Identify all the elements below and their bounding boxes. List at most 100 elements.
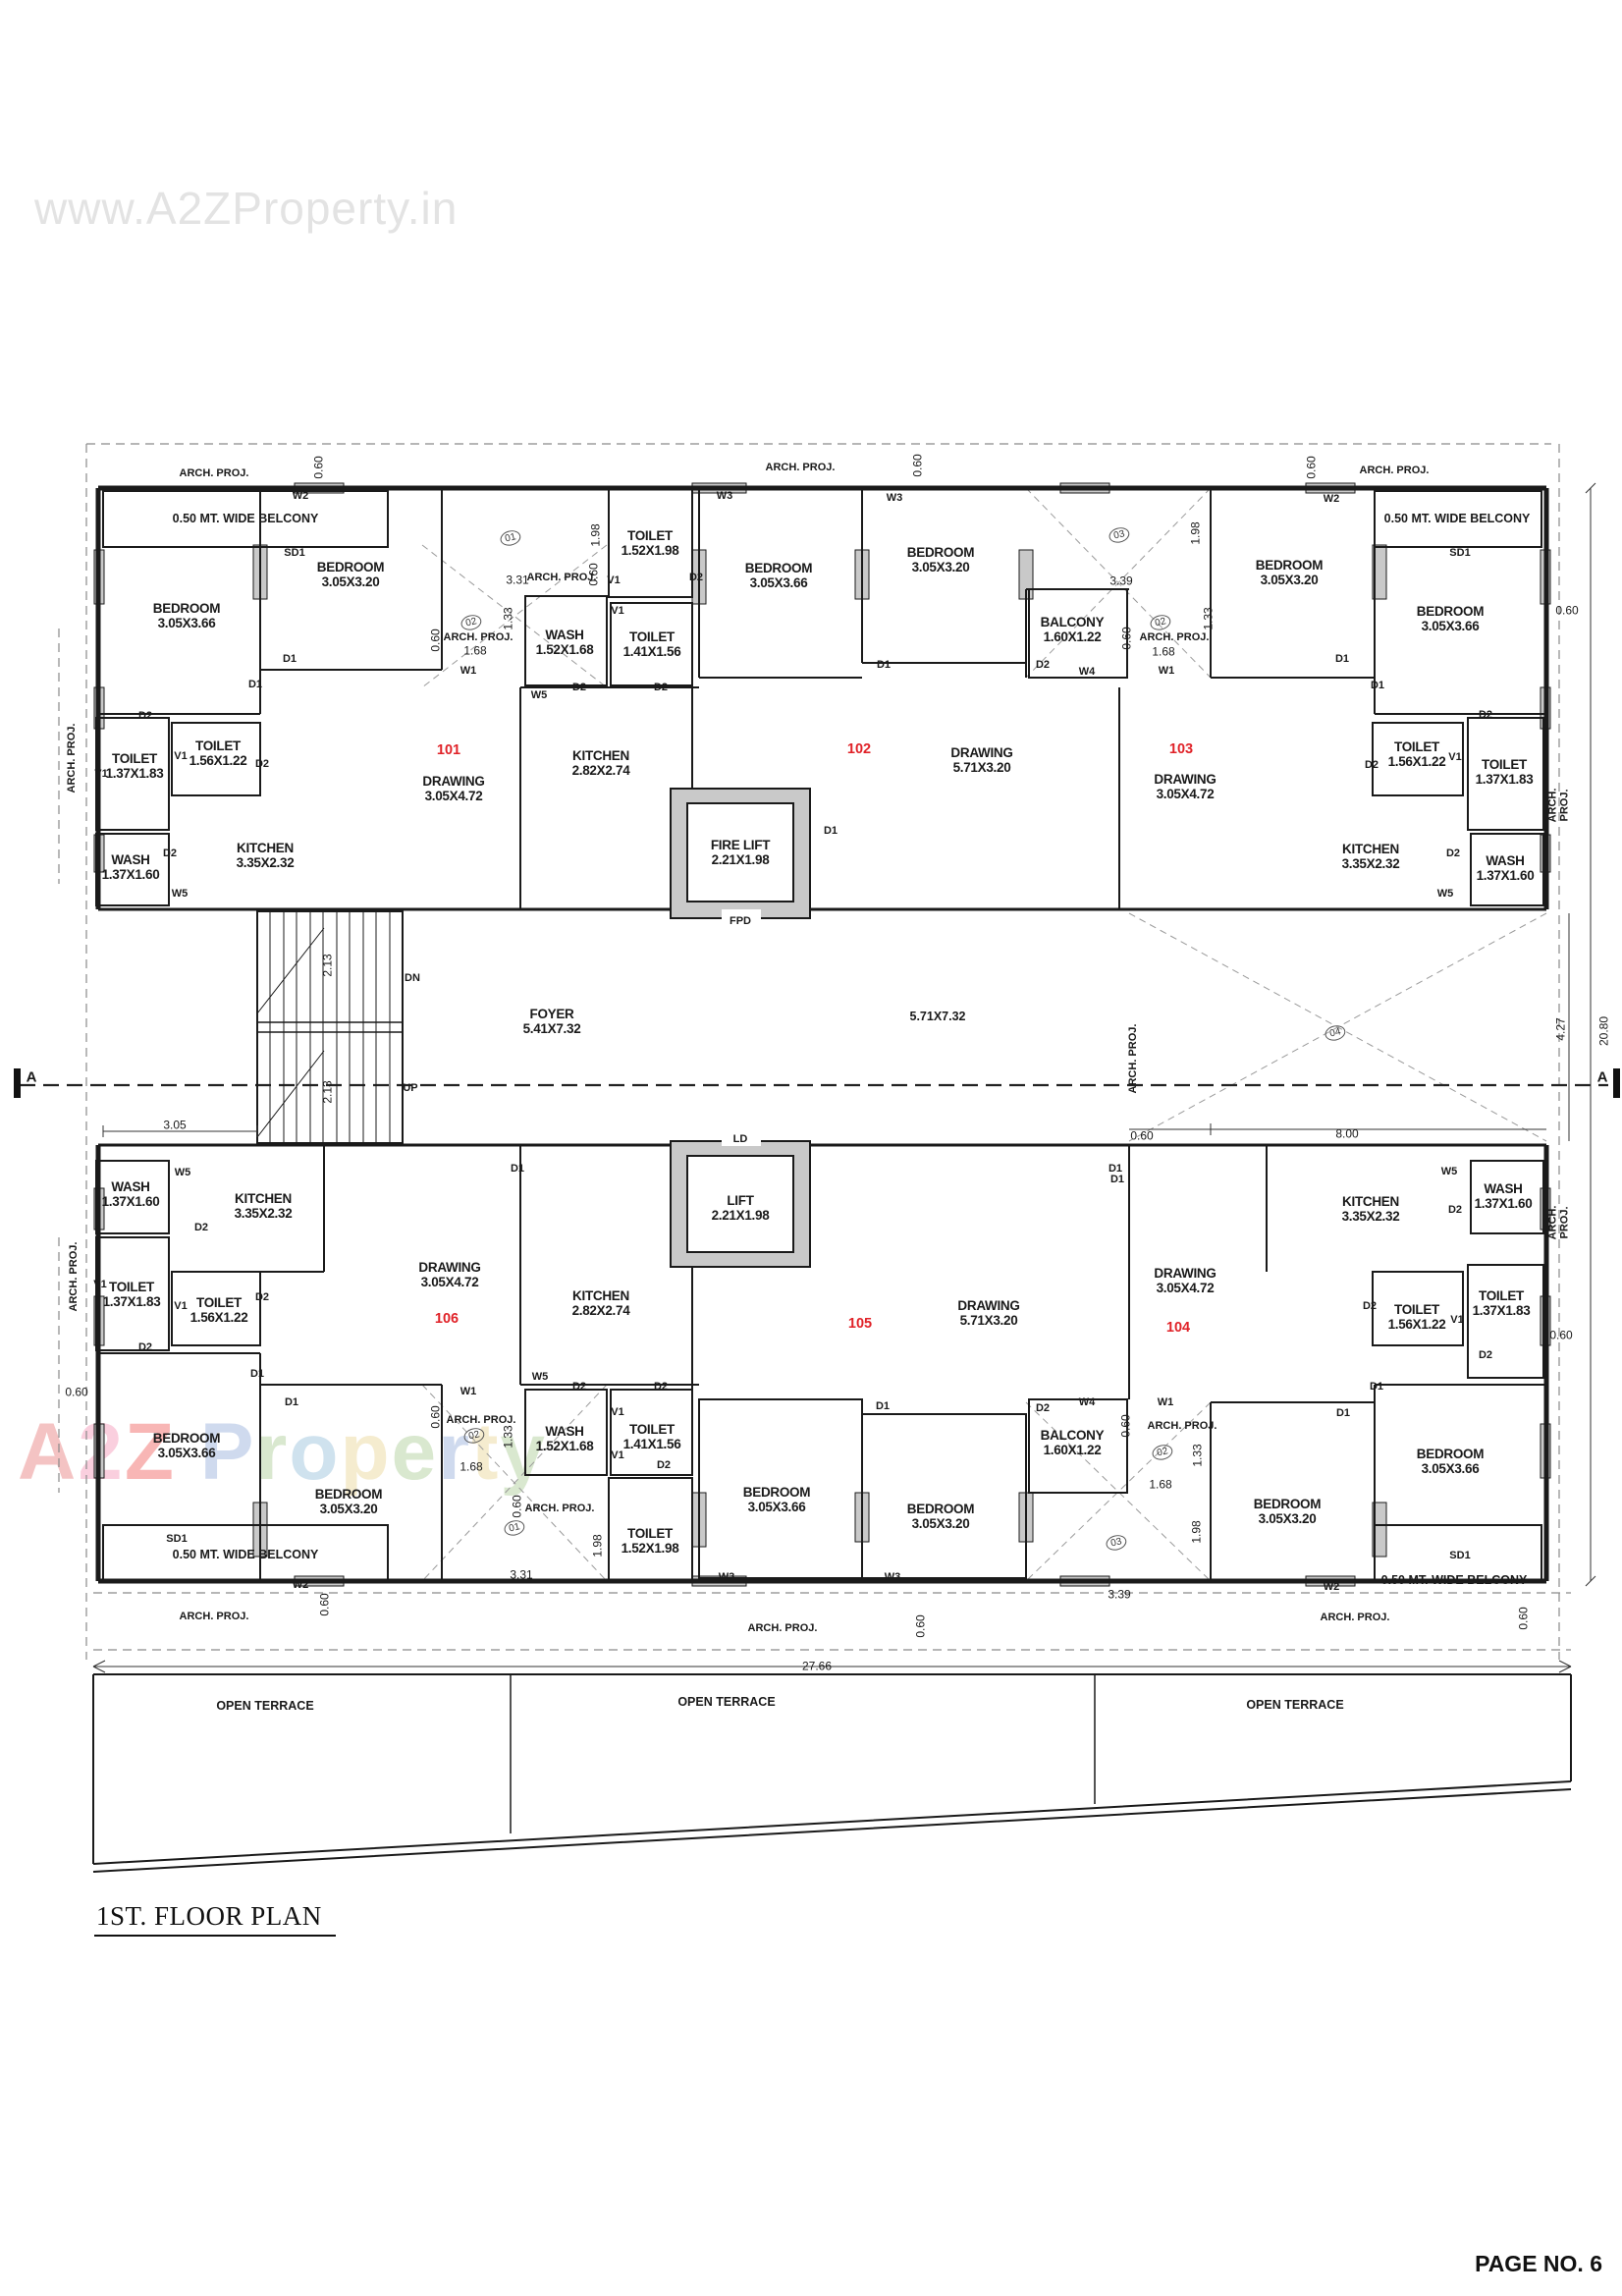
dim-label: 1.68 [463, 643, 487, 658]
arch-proj-label: ARCH. PROJ. [1139, 630, 1210, 643]
tag-label: W3 [886, 491, 903, 504]
dim-label: 0.60 [1549, 1328, 1573, 1342]
open-terrace-outline [92, 1673, 1572, 1873]
fire-lift-block [670, 788, 811, 920]
dim-label: 20.80 [1596, 1015, 1611, 1047]
room-label: 0.50 MT. WIDE BELCONY [1380, 1573, 1528, 1587]
arch-proj-label: ARCH. PROJ. [1359, 464, 1430, 476]
tag-label: D2 [653, 1380, 669, 1393]
dim-label: 0.60 [910, 454, 925, 477]
tag-label: V1 [174, 749, 188, 762]
tag-label: V1 [174, 1299, 188, 1312]
dim-label: 1.33 [1201, 607, 1216, 630]
tag-label: D1 [876, 658, 892, 671]
arch-proj-label: ARCH. PROJ. [1546, 1205, 1571, 1240]
tag-label: D1 [1109, 1173, 1125, 1185]
room-label: BALCONY 1.60X1.22 [1040, 614, 1105, 644]
room-label: WASH 1.37X1.60 [1474, 1180, 1533, 1211]
room-label: DRAWING 3.05X4.72 [422, 773, 485, 803]
room-label: KITCHEN 3.35X2.32 [1341, 841, 1400, 871]
room-label: BEDROOM 3.05X3.20 [906, 544, 975, 574]
dim-label: 0.60 [1130, 1128, 1154, 1143]
room-label: TOILET 1.52X1.98 [621, 1525, 679, 1556]
tag-label: D2 [653, 681, 669, 693]
arch-proj-label: ARCH. PROJ. [446, 1413, 516, 1426]
watermark-letter: r [438, 1407, 472, 1497]
tag-label: D1 [284, 1395, 299, 1408]
arch-proj-label: ARCH. PROJ. [65, 723, 78, 793]
room-label: OPEN TERRACE [677, 1695, 776, 1709]
room-label: TOILET 1.37X1.83 [102, 1279, 161, 1309]
room-label: TOILET 1.41X1.56 [622, 629, 681, 659]
room-label: 0.50 MT. WIDE BELCONY [172, 1548, 319, 1561]
tag-label: W2 [292, 1578, 309, 1591]
dim-label: 1.68 [1149, 1477, 1172, 1492]
dim-label: 3.05 [163, 1118, 187, 1132]
dim-label: 0.60 [1118, 1414, 1133, 1438]
room-label: DRAWING 3.05X4.72 [418, 1259, 481, 1289]
arch-proj-label: ARCH. PROJ. [443, 630, 514, 643]
room-label: LIFT 2.21X1.98 [711, 1192, 770, 1223]
dim-label: 8.00 [1335, 1126, 1359, 1141]
room-label: TOILET 1.37X1.83 [1475, 756, 1534, 787]
watermark-url: www.A2ZProperty.in [34, 183, 459, 234]
drawing-title: 1ST. FLOOR PLAN [94, 1901, 336, 1937]
dim-label: 1.68 [1152, 644, 1175, 659]
tag-label: D2 [1362, 1299, 1378, 1312]
unit-number-label: 105 [847, 1315, 873, 1332]
tag-label: W1 [1157, 1395, 1174, 1408]
room-label: TOILET 1.56X1.22 [1387, 738, 1446, 769]
tag-label: D2 [162, 847, 178, 859]
tag-label: W2 [1323, 492, 1340, 505]
room-label: 5.71X7.32 [909, 1010, 966, 1023]
dim-label: 0.60 [913, 1614, 928, 1638]
tag-label: D2 [1445, 847, 1461, 859]
tag-label: D2 [656, 1458, 672, 1471]
tag-label: FPD [730, 914, 751, 927]
dim-label: 0.60 [311, 456, 326, 479]
tag-label: SD1 [166, 1532, 188, 1545]
watermark-letter: A [18, 1407, 79, 1497]
tag-label: W5 [174, 1166, 191, 1178]
dim-label: 4.27 [1553, 1017, 1568, 1041]
arch-proj-label: ARCH. PROJ. [179, 1610, 249, 1622]
room-label: BEDROOM 3.05X3.20 [1255, 557, 1324, 587]
page-number: PAGE NO. 6 [1475, 2251, 1602, 2276]
interior-walls [95, 487, 1546, 1582]
tag-label: D2 [571, 1380, 587, 1393]
watermark-letter: p [340, 1407, 392, 1497]
dim-label: 3.39 [1109, 574, 1133, 588]
tag-label: V1 [94, 767, 108, 780]
dim-label: 0.60 [428, 629, 443, 652]
watermark-letter: y [500, 1407, 547, 1497]
room-label: BEDROOM 3.05X3.66 [1416, 1446, 1485, 1476]
arch-proj-label: ARCH. PROJ. [1126, 1023, 1139, 1094]
watermark-letter: t [471, 1407, 501, 1497]
room-label: FIRE LIFT 2.21X1.98 [710, 837, 771, 867]
room-label: BEDROOM 3.05X3.20 [1253, 1496, 1322, 1526]
room-label: DRAWING 3.05X4.72 [1154, 771, 1216, 801]
room-label: BEDROOM 3.05X3.20 [316, 559, 385, 589]
arch-proj-label: ARCH. PROJ. [524, 1502, 595, 1514]
dim-label: 1.98 [588, 523, 603, 547]
dim-label: 1.33 [501, 1425, 515, 1449]
tag-label: D2 [1035, 1401, 1051, 1414]
dim-label: 2.13 [320, 1080, 335, 1104]
tag-label: D1 [247, 678, 263, 690]
tag-label: D2 [1478, 708, 1493, 721]
tag-label: W3 [716, 489, 733, 502]
dim-label: 0.60 [65, 1385, 88, 1399]
tag-label: D2 [137, 709, 153, 722]
watermark-logo: A2Z Property [18, 1406, 547, 1499]
tag-label: D1 [510, 1162, 525, 1175]
unit-number-label: 104 [1165, 1319, 1191, 1336]
tag-label: W4 [1078, 665, 1096, 678]
unit-number-label: 101 [436, 741, 461, 758]
section-marker: A [26, 1068, 37, 1086]
watermark-letter: Z [124, 1407, 176, 1497]
tag-label: D1 [1369, 1380, 1384, 1393]
tag-label: V1 [611, 604, 624, 617]
arch-proj-label: ARCH. PROJ. [747, 1621, 818, 1634]
room-label: 0.50 MT. WIDE BELCONY [172, 512, 319, 525]
dim-label: 3.39 [1108, 1587, 1131, 1602]
